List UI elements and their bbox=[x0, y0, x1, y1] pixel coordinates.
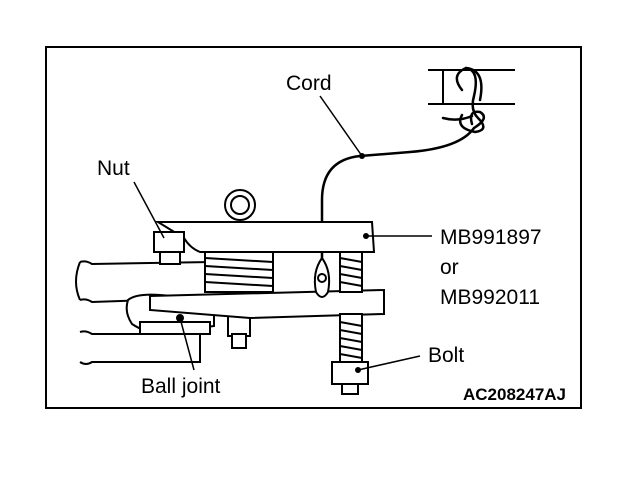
tool-lower-plate bbox=[149, 288, 385, 320]
bolt-leader bbox=[357, 355, 421, 371]
bolt-label: Bolt bbox=[428, 344, 464, 367]
ball-joint-label: Ball joint bbox=[141, 375, 221, 398]
cord-label: Cord bbox=[286, 72, 332, 95]
figure-code: AC208247AJ bbox=[463, 385, 566, 404]
tool-upper-body bbox=[153, 189, 376, 265]
cord-leader bbox=[319, 95, 363, 157]
tool-number-2-label: MB992011 bbox=[440, 286, 540, 309]
nut-label: Nut bbox=[97, 157, 130, 180]
tool-number-1-label: MB991897 bbox=[440, 226, 542, 249]
nut-leader bbox=[133, 181, 165, 239]
tool-bolt bbox=[331, 251, 369, 395]
lower-arm bbox=[75, 260, 213, 365]
or-label: or bbox=[440, 256, 459, 279]
cord-shackle bbox=[313, 256, 331, 298]
ball-joint-leader bbox=[179, 317, 195, 371]
leader-lines bbox=[133, 95, 432, 371]
